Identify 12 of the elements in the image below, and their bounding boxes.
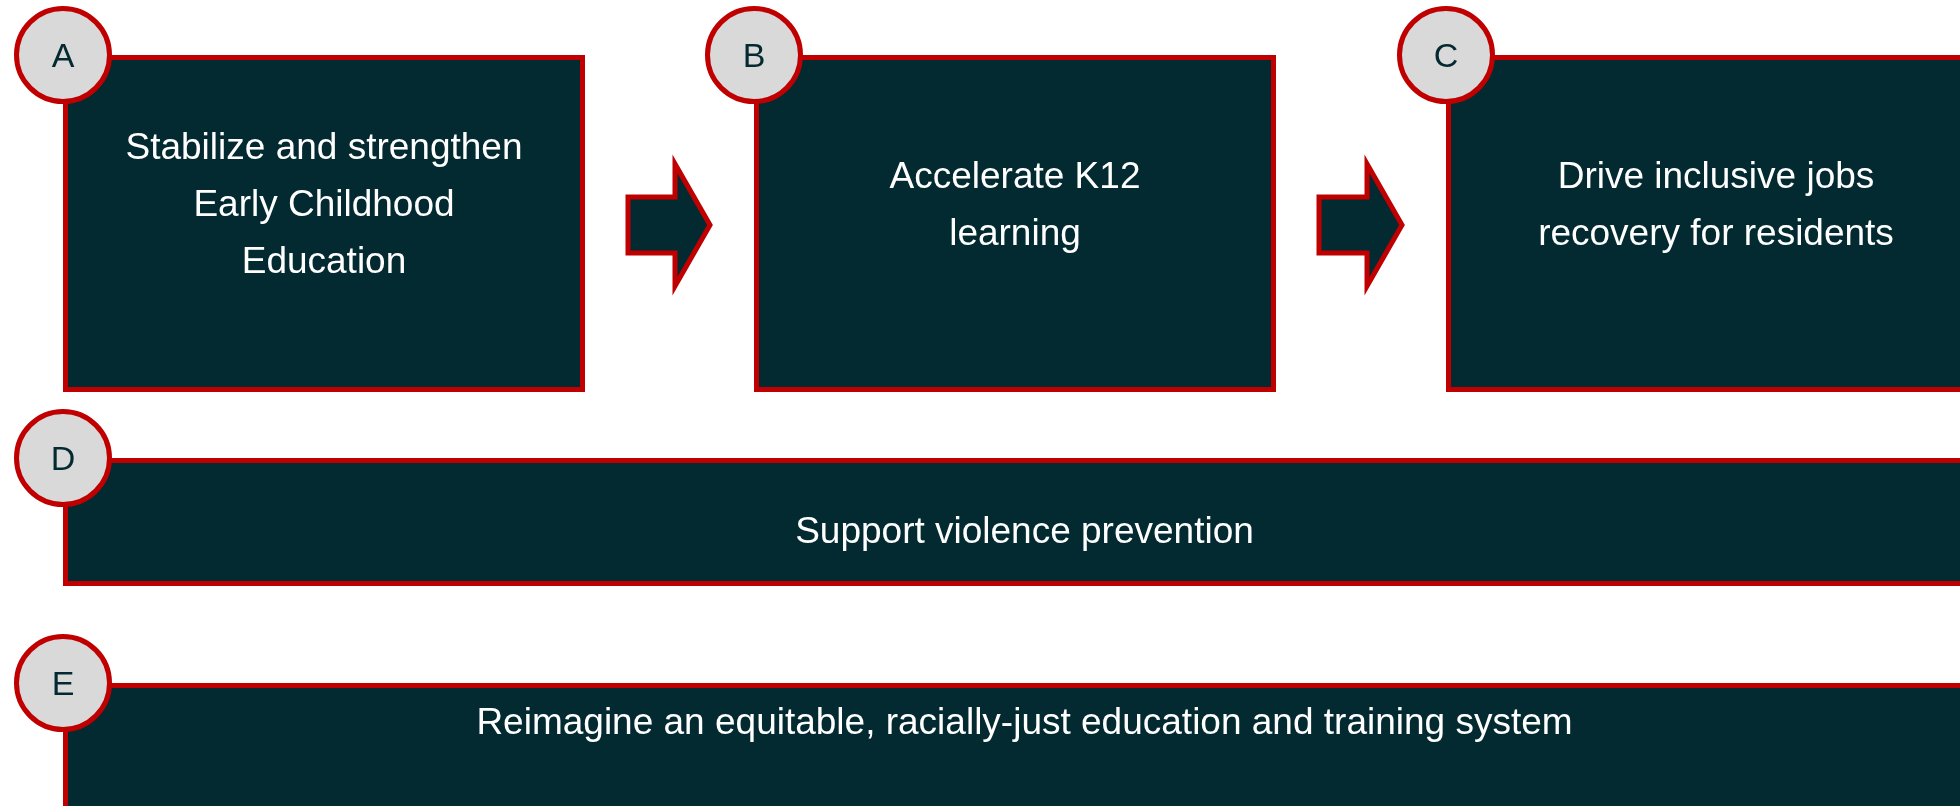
box-text: Reimagine an equitable, racially-just education and training system xyxy=(476,699,1573,744)
box-text: Accelerate K12 learning xyxy=(888,153,1142,255)
box-text: Drive inclusive jobs recovery for residents xyxy=(1537,153,1895,255)
block-arrow xyxy=(625,154,713,296)
letter-badge: A xyxy=(14,6,112,104)
letter-badge: C xyxy=(1397,6,1495,104)
letter-badge: E xyxy=(14,634,112,732)
box-text: Stabilize and strengthen Early Childhood Education xyxy=(124,125,524,283)
box-text: Support violence prevention xyxy=(795,508,1254,553)
letter-badge: B xyxy=(705,6,803,104)
letter-badge: D xyxy=(14,409,112,507)
block-arrow xyxy=(1316,154,1405,296)
